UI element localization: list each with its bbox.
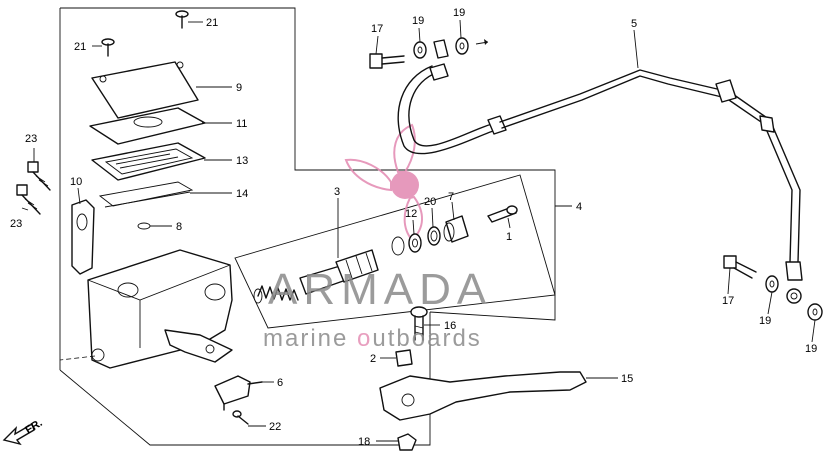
watermark-tagline: marine outboards <box>263 325 482 352</box>
pivot-nut <box>397 433 417 451</box>
label-6: 6 <box>277 377 283 389</box>
watermark-brand: ARMADA <box>268 265 492 314</box>
snap-ring <box>391 236 405 256</box>
piston-cup <box>299 249 379 295</box>
brake-hose <box>397 63 803 304</box>
watermark-tagline-prefix: marine <box>263 325 357 352</box>
watermark: ARMADA marine outboards <box>263 265 492 352</box>
reservoir-cap <box>91 61 199 119</box>
label-13: 13 <box>236 155 248 167</box>
switch-screw <box>232 410 249 425</box>
watermark-tagline-suffix: utboards <box>372 325 481 352</box>
leader-lines <box>21 19 816 442</box>
brake-switch <box>214 375 263 411</box>
front-label: FR. <box>23 417 44 437</box>
washer-right-b <box>807 303 823 321</box>
label-17-right: 17 <box>722 295 734 307</box>
washer-top-b <box>455 37 469 55</box>
master-cylinder-body <box>87 249 233 369</box>
label-21-left: 21 <box>74 41 86 53</box>
dash-line <box>59 355 96 361</box>
bolt-upper <box>27 161 51 191</box>
cap-plate <box>89 107 206 145</box>
float-plate <box>98 181 194 208</box>
label-14: 14 <box>236 188 248 200</box>
banjo-bolt-right <box>723 255 757 279</box>
label-17-top: 17 <box>371 23 383 35</box>
label-19-right-b: 19 <box>805 343 817 355</box>
watermark-tagline-o: o <box>357 325 372 352</box>
label-19-top-b: 19 <box>453 7 465 19</box>
label-5: 5 <box>631 18 637 30</box>
fitting-top <box>433 39 449 59</box>
label-1: 1 <box>506 231 512 243</box>
push-rod <box>487 205 518 223</box>
boot-7 <box>443 215 469 243</box>
label-4: 4 <box>576 201 582 213</box>
label-8: 8 <box>176 221 182 233</box>
label-11: 11 <box>236 118 247 130</box>
front-arrow <box>2 422 35 446</box>
arrow-head <box>484 39 488 45</box>
label-23-lower: 23 <box>10 218 22 230</box>
small-o-ring <box>137 222 151 230</box>
washer-top-a <box>413 41 427 59</box>
diaphragm <box>91 142 206 181</box>
pivot-bolt <box>410 306 428 341</box>
label-18: 18 <box>358 436 370 448</box>
label-2: 2 <box>370 353 376 365</box>
brand-logo <box>344 123 423 242</box>
label-16: 16 <box>444 320 456 332</box>
collar <box>395 349 413 367</box>
label-10: 10 <box>70 176 82 188</box>
label-9: 9 <box>236 82 242 94</box>
screw-top <box>175 10 189 29</box>
label-15: 15 <box>621 373 633 385</box>
screw-left <box>101 38 115 57</box>
brake-lever <box>379 371 587 421</box>
banjo-bolt-top <box>369 53 405 69</box>
assembly-outline <box>59 7 556 446</box>
label-19-top-a: 19 <box>412 15 424 27</box>
label-22: 22 <box>269 421 281 433</box>
label-7: 7 <box>448 191 454 203</box>
clamp-bracket <box>71 199 95 275</box>
label-20: 20 <box>424 196 436 208</box>
piston-spring <box>253 285 299 304</box>
washer-right-a <box>765 275 779 293</box>
label-23-upper: 23 <box>25 133 37 145</box>
label-3: 3 <box>334 186 340 198</box>
ring-20 <box>427 226 441 246</box>
label-21-top: 21 <box>206 17 218 29</box>
label-12: 12 <box>405 208 417 220</box>
label-19-right-a: 19 <box>759 315 771 327</box>
washer-12 <box>408 233 422 253</box>
bolt-lower <box>16 184 41 215</box>
